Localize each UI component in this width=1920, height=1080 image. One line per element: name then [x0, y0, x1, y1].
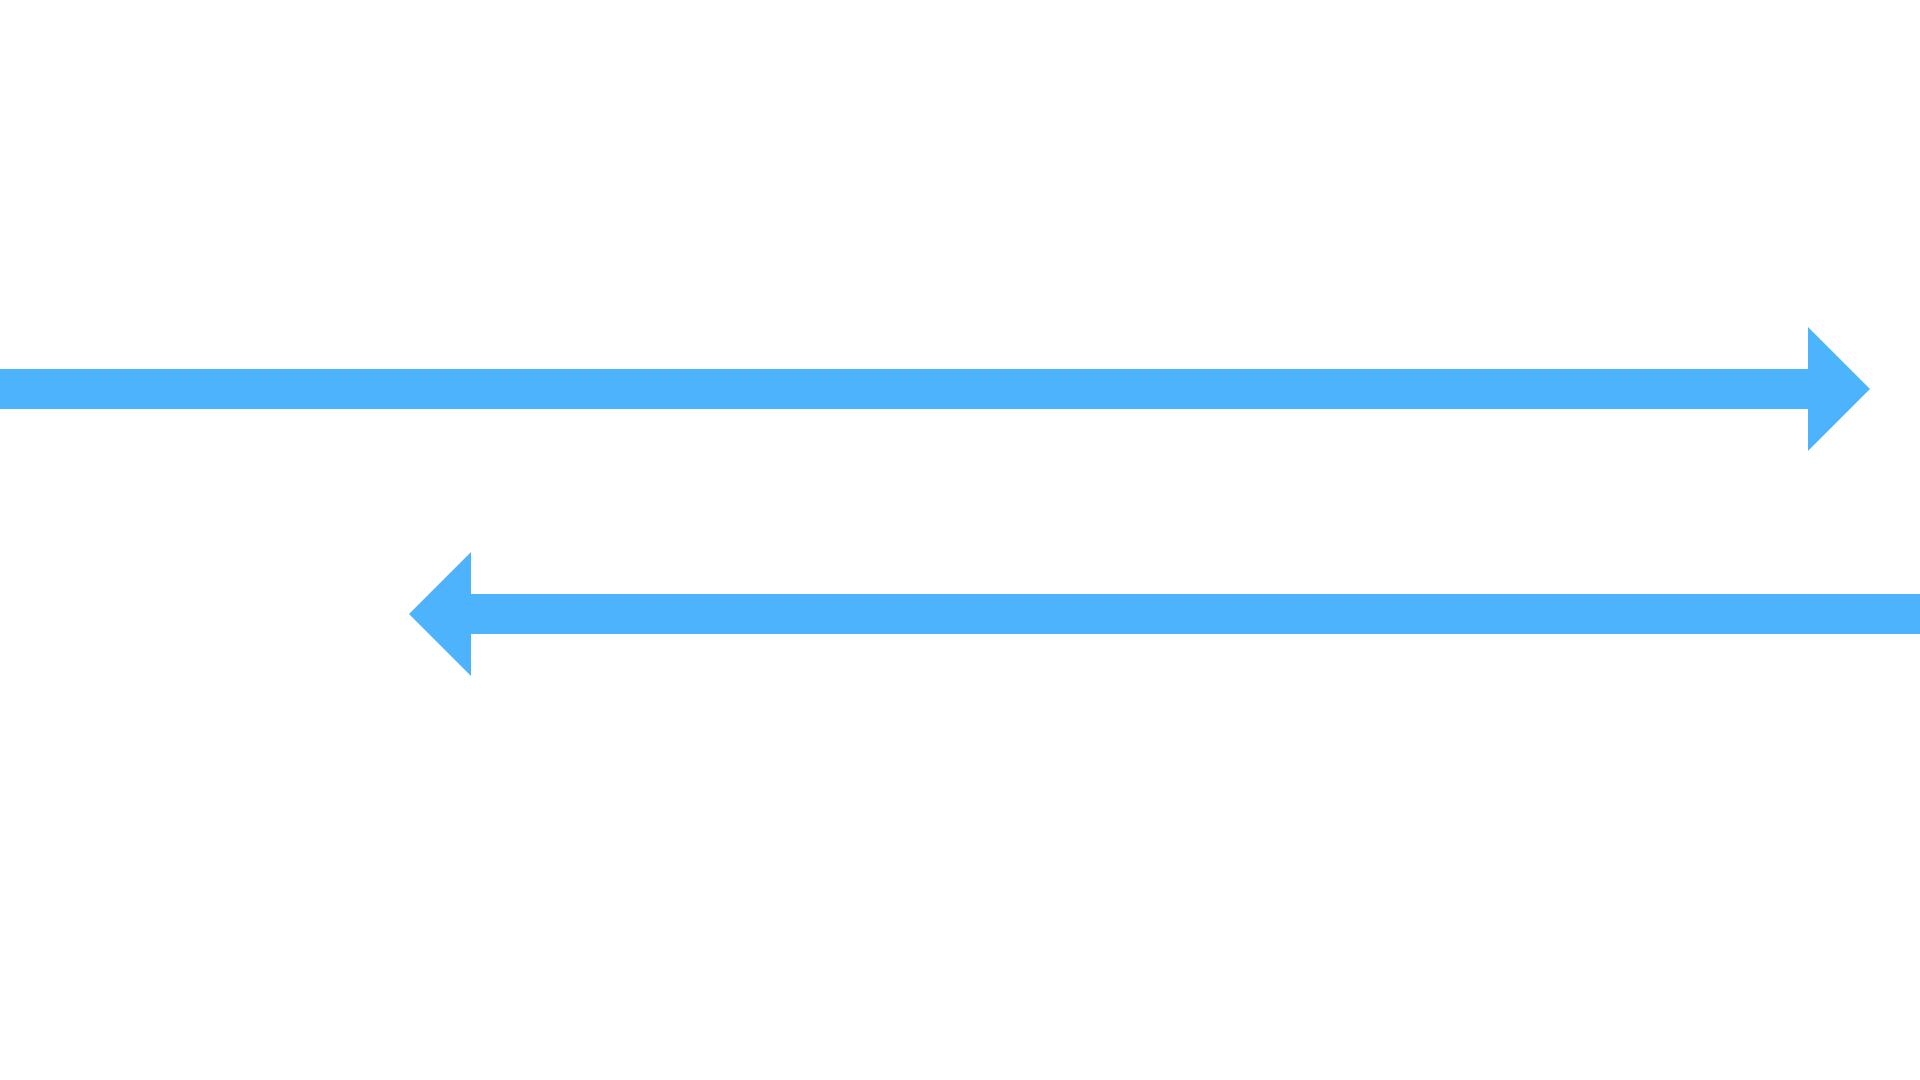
arrow-left-icon: [409, 552, 1920, 676]
arrow-right-icon: [0, 327, 1870, 451]
